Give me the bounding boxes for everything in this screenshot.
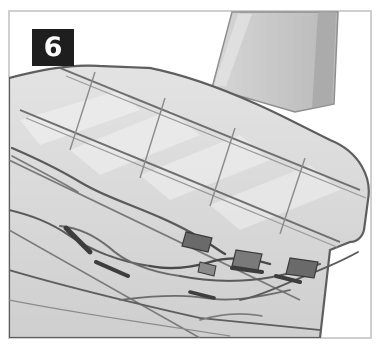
step-number-badge: 6 (32, 29, 74, 66)
